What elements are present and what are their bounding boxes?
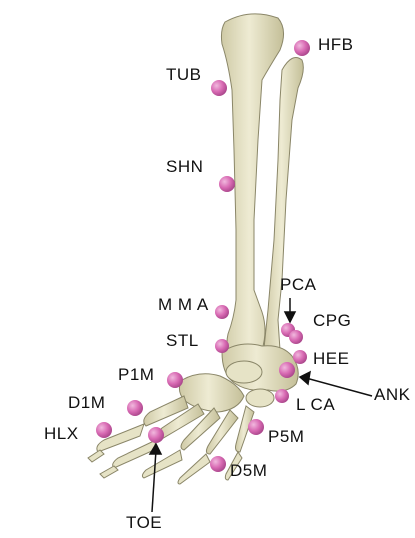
label-d1m: D1M <box>68 394 105 411</box>
label-tub: TUB <box>166 66 202 83</box>
marker-cpg <box>289 330 303 344</box>
cuboid-bone <box>246 389 274 407</box>
label-ank: ANK <box>374 386 410 403</box>
marker-d1m <box>127 400 143 416</box>
marker-hee <box>293 350 307 364</box>
marker-lca <box>275 389 289 403</box>
label-lca: L CA <box>296 396 335 413</box>
marker-stl <box>215 339 229 353</box>
fibula-bone <box>264 58 304 368</box>
talus-bone <box>226 361 262 383</box>
label-hee: HEE <box>313 350 349 367</box>
label-hlx: HLX <box>44 425 79 442</box>
marker-p1m <box>167 372 183 388</box>
marker-tub <box>211 80 227 96</box>
marker-ank <box>279 362 295 378</box>
marker-hlx <box>96 422 112 438</box>
marker-p5m <box>248 419 264 435</box>
label-hfb: HFB <box>318 36 354 53</box>
marker-shn <box>219 176 235 192</box>
marker-toe <box>148 427 164 443</box>
label-mma: M M A <box>158 296 209 313</box>
marker-mma <box>215 305 229 319</box>
label-toe: TOE <box>126 514 162 531</box>
label-p1m: P1M <box>118 366 154 383</box>
label-stl: STL <box>166 332 199 349</box>
label-pca: PCA <box>280 276 316 293</box>
label-cpg: CPG <box>313 312 351 329</box>
marker-hfb <box>294 40 310 56</box>
marker-d5m <box>210 456 226 472</box>
label-shn: SHN <box>166 158 203 175</box>
label-d5m: D5M <box>230 462 267 479</box>
label-p5m: P5M <box>268 428 304 445</box>
